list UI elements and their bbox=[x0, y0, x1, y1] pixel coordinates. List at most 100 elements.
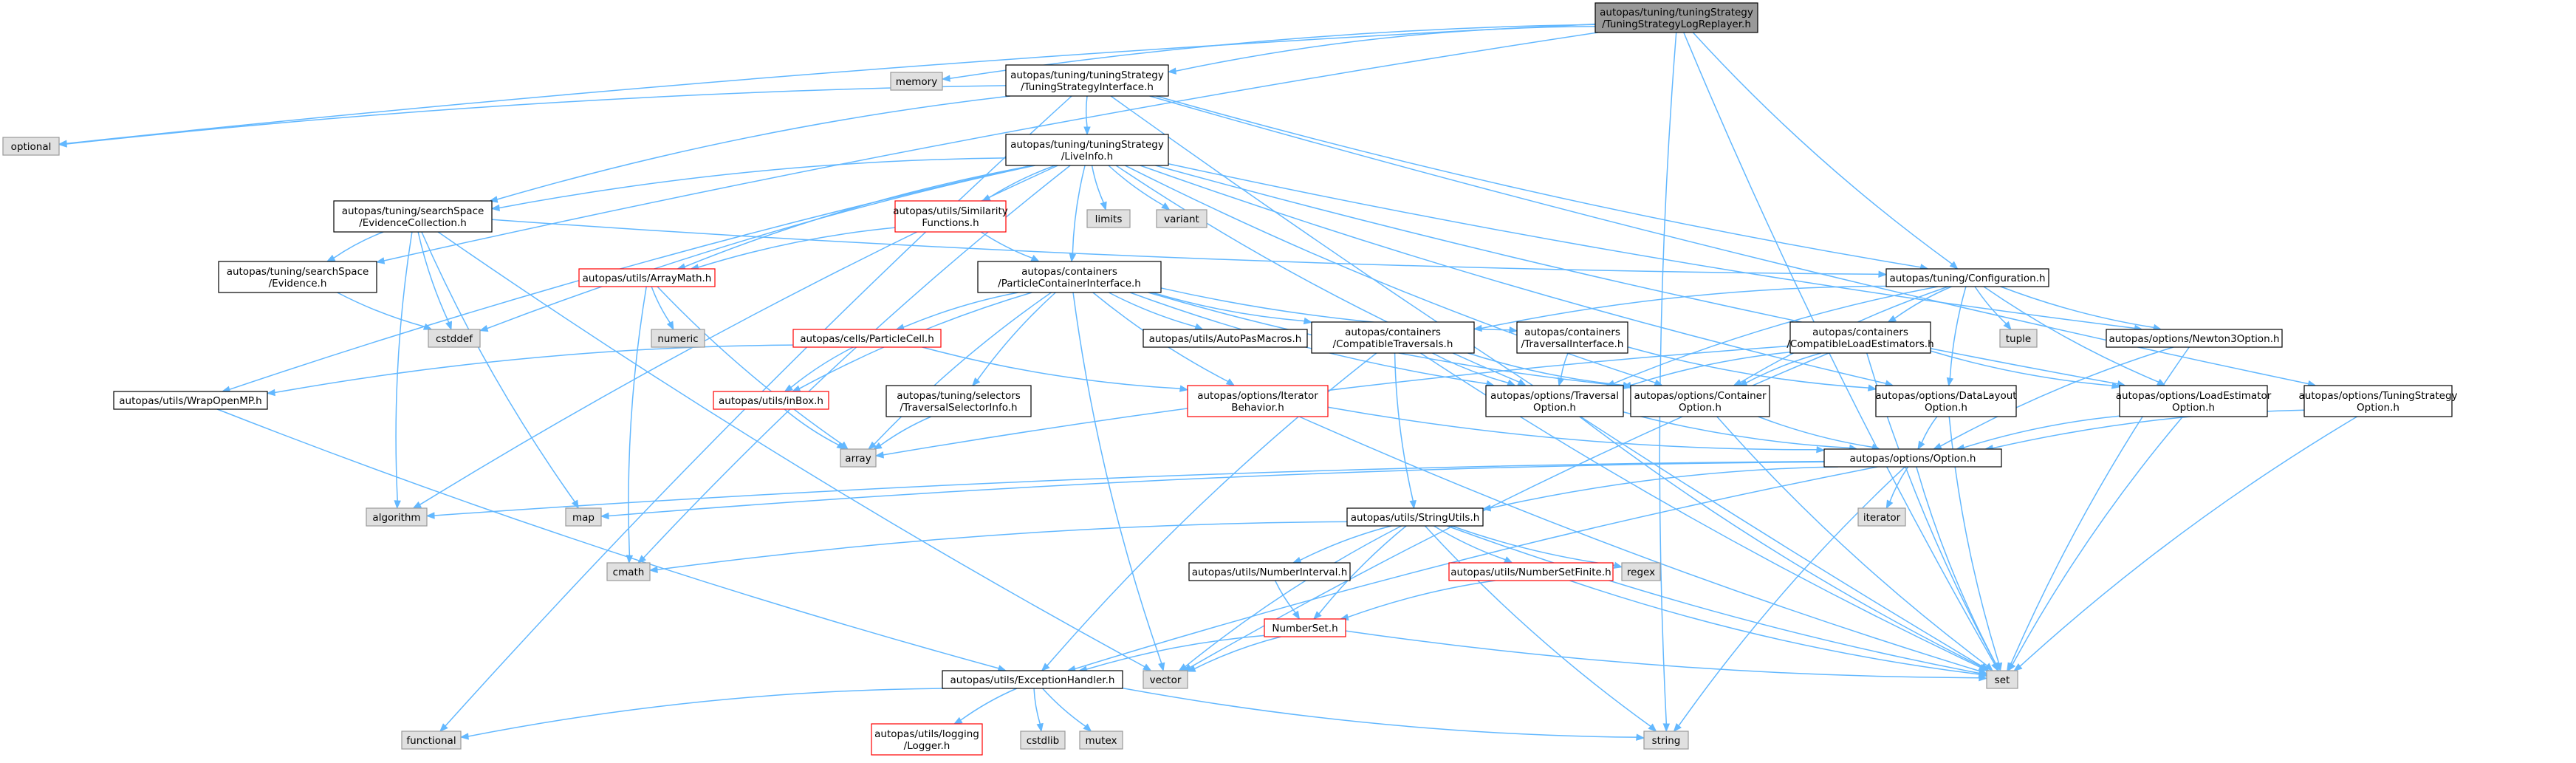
node-logger[interactable]: autopas/utils/logging/Logger.h bbox=[871, 723, 983, 756]
node-label: autopas/containers bbox=[1812, 326, 1908, 338]
node-particlecell[interactable]: autopas/cells/ParticleCell.h bbox=[792, 329, 942, 348]
edge-inbox-to-array bbox=[784, 408, 846, 450]
edge-option-to-iterator bbox=[1885, 466, 1909, 510]
node-box bbox=[1086, 209, 1131, 228]
edges-layer bbox=[58, 23, 2358, 741]
node-comptrav[interactable]: autopas/containers/CompatibleTraversals.… bbox=[1311, 321, 1475, 354]
node-box bbox=[2303, 385, 2453, 417]
node-config[interactable]: autopas/tuning/Configuration.h bbox=[1885, 268, 2049, 287]
node-label: /TraversalSelectorInfo.h bbox=[900, 402, 1017, 414]
node-evidence[interactable]: autopas/tuning/searchSpace/Evidence.h bbox=[218, 261, 377, 293]
node-box bbox=[1621, 562, 1661, 581]
node-box bbox=[1823, 448, 2002, 468]
node-label: autopas/options/TuningStrategy bbox=[2298, 390, 2457, 402]
node-label: vector bbox=[1150, 674, 1182, 686]
edge-stringutils-to-numberset bbox=[1312, 525, 1407, 620]
node-label: autopas/tuning/tuningStrategy bbox=[1010, 139, 1164, 151]
edge-travif-to-datalayout bbox=[1627, 346, 1877, 391]
node-label: Option.h bbox=[2172, 402, 2215, 414]
node-option[interactable]: autopas/options/Option.h bbox=[1823, 448, 2002, 468]
node-box bbox=[1875, 385, 2017, 417]
node-box bbox=[1789, 321, 1931, 354]
edge-arraymath-to-cmath bbox=[626, 286, 647, 564]
node-box bbox=[1020, 731, 1066, 750]
node-travif[interactable]: autopas/containers/TraversalInterface.h bbox=[1516, 321, 1628, 354]
edge-exchandler-to-string bbox=[1122, 687, 1645, 741]
node-evcoll[interactable]: autopas/tuning/searchSpace/EvidenceColle… bbox=[333, 200, 493, 233]
edge-iterbeh-to-option bbox=[1327, 406, 1826, 454]
edge-particlecell-to-inbox bbox=[784, 346, 854, 392]
node-label: autopas/utils/ArrayMath.h bbox=[583, 273, 712, 284]
edge-contopt-to-option bbox=[1758, 416, 1881, 451]
node-wrapompmp[interactable]: autopas/utils/WrapOpenMP.h bbox=[113, 391, 268, 410]
node-tsi[interactable]: autopas/tuning/tuningStrategy/TuningStra… bbox=[1005, 64, 1169, 97]
edge-stringutils-to-vector bbox=[1178, 525, 1402, 671]
edge-config-to-compload bbox=[1887, 286, 1952, 323]
node-automacros[interactable]: autopas/utils/AutoPasMacros.h bbox=[1143, 329, 1308, 348]
edge-numint-to-numberset bbox=[1274, 580, 1301, 620]
node-label: autopas/options/Container bbox=[1634, 390, 1766, 402]
node-exchandler[interactable]: autopas/utils/ExceptionHandler.h bbox=[942, 670, 1123, 689]
node-liveinfo[interactable]: autopas/tuning/tuningStrategy/LiveInfo.h bbox=[1005, 134, 1169, 166]
edge-liveinfo-to-travopt bbox=[1115, 165, 1527, 386]
node-stringutils[interactable]: autopas/utils/StringUtils.h bbox=[1346, 507, 1484, 527]
node-label: autopas/tuning/tuningStrategy bbox=[1010, 69, 1164, 81]
node-numsetfin[interactable]: autopas/utils/NumberSetFinite.h bbox=[1448, 562, 1614, 581]
edge-evcoll-to-config bbox=[491, 219, 1888, 278]
node-box bbox=[565, 507, 602, 527]
node-label: Option.h bbox=[1533, 402, 1576, 414]
node-box bbox=[606, 562, 651, 581]
node-box bbox=[1346, 507, 1484, 527]
nodes-layer: autopas/tuning/tuningStrategy/TuningStra… bbox=[2, 2, 2458, 756]
node-travsel[interactable]: autopas/tuning/selectors/TraversalSelect… bbox=[886, 385, 1032, 417]
node-set: set bbox=[1986, 670, 2018, 689]
node-label: /Evidence.h bbox=[269, 278, 327, 290]
node-label: /CompatibleLoadEstimators.h bbox=[1787, 338, 1933, 350]
node-numberset[interactable]: NumberSet.h bbox=[1264, 618, 1346, 637]
node-label: memory bbox=[896, 76, 937, 88]
node-label: autopas/tuning/searchSpace bbox=[342, 205, 484, 217]
node-box bbox=[1857, 507, 1906, 527]
node-inbox[interactable]: autopas/utils/inBox.h bbox=[713, 391, 829, 410]
node-label: Option.h bbox=[1679, 402, 1722, 414]
node-label: autopas/utils/ExceptionHandler.h bbox=[950, 674, 1115, 686]
node-box bbox=[1643, 731, 1689, 750]
edge-numsetfin-to-numberset bbox=[1340, 580, 1496, 621]
node-label: Functions.h bbox=[922, 217, 979, 229]
node-label: autopas/options/DataLayout bbox=[1875, 390, 2016, 402]
edge-travif-to-travopt bbox=[1558, 352, 1569, 387]
edge-tsi-to-evcoll bbox=[488, 95, 1010, 203]
node-pci[interactable]: autopas/containers/ParticleContainerInte… bbox=[977, 261, 1162, 293]
node-arraymath[interactable]: autopas/utils/ArrayMath.h bbox=[578, 268, 716, 287]
edge-option-to-map bbox=[600, 461, 1825, 520]
node-root: autopas/tuning/tuningStrategy/TuningStra… bbox=[1594, 2, 1758, 33]
node-compload[interactable]: autopas/containers/CompatibleLoadEstimat… bbox=[1787, 321, 1934, 354]
node-tuple: tuple bbox=[1999, 329, 2038, 348]
node-box bbox=[942, 670, 1123, 689]
node-box bbox=[113, 391, 268, 410]
node-label: limits bbox=[1095, 213, 1123, 225]
node-label: autopas/tuning/searchSpace bbox=[227, 266, 369, 278]
node-label: iterator bbox=[1863, 512, 1901, 524]
edge-numberset-to-vector bbox=[1186, 636, 1281, 672]
edge-wrapompmp-to-exchandler bbox=[216, 408, 1007, 672]
node-box bbox=[1885, 268, 2049, 287]
edge-compload-to-array bbox=[874, 345, 1791, 459]
node-box bbox=[886, 385, 1032, 417]
node-label: Behavior.h bbox=[1231, 402, 1284, 414]
node-numint[interactable]: autopas/utils/NumberInterval.h bbox=[1188, 562, 1351, 581]
edge-stringutils-to-numint bbox=[1292, 525, 1392, 564]
edge-liveinfo-to-variant bbox=[1108, 165, 1171, 211]
node-label: /ParticleContainerInterface.h bbox=[998, 278, 1141, 290]
node-newton3[interactable]: autopas/options/Newton3Option.h bbox=[2106, 329, 2283, 348]
node-label: tuple bbox=[2006, 333, 2031, 345]
edge-liveinfo-to-pci bbox=[1069, 165, 1086, 263]
